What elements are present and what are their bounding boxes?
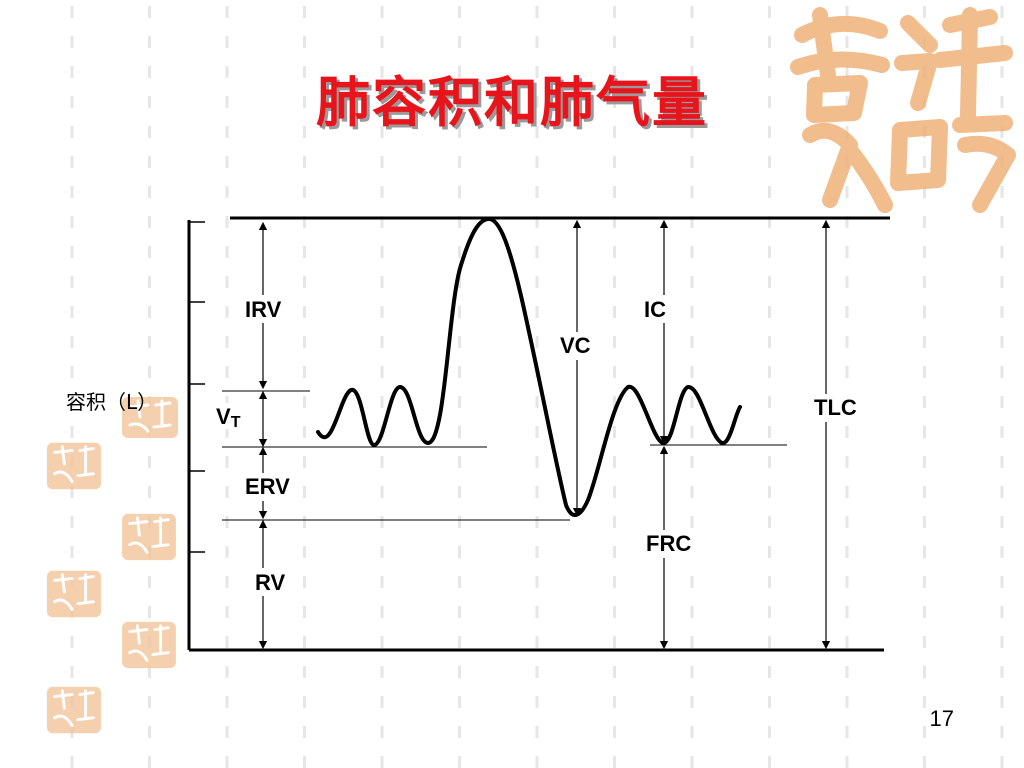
seal-left-6 (46, 686, 102, 734)
page-number: 17 (929, 706, 954, 731)
frc-label: FRC (646, 531, 691, 556)
vt-label: VT (216, 404, 241, 431)
auspicious-seal-icon (790, 7, 1016, 213)
irv-label: IRV (245, 297, 282, 322)
seal-left-5 (122, 621, 176, 669)
seal-left-4 (46, 570, 102, 618)
ic-label: IC (644, 297, 666, 322)
erv-label: ERV (245, 474, 290, 499)
y-axis-label: 容积（L） (66, 390, 158, 414)
vc-label: VC (560, 333, 591, 358)
spirogram-trace (316, 216, 742, 517)
seal-left-1 (122, 397, 178, 438)
tlc-label: TLC (814, 395, 857, 420)
vt-label-main: V (216, 404, 231, 429)
vt-label-subscript: T (231, 414, 241, 431)
seal-left-3 (122, 513, 176, 561)
seal-left-2 (46, 442, 102, 490)
rv-label: RV (255, 570, 285, 595)
slide-title: 肺容积和肺气量 (316, 71, 708, 134)
